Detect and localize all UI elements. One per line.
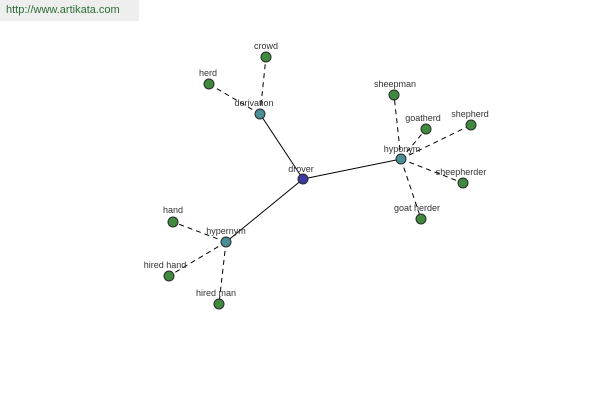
edge-hyponym-goat-herder: [400, 158, 422, 220]
node-shepherd-dot[interactable]: [465, 119, 477, 131]
node-hired-hand-dot[interactable]: [163, 270, 175, 282]
edge-hypernym-hired-man: [218, 241, 227, 305]
node-hired-man-label: hired man: [196, 288, 236, 298]
node-drover-label: drover: [288, 164, 314, 174]
url-banner[interactable]: http://www.artikata.com: [0, 0, 139, 21]
node-hired-man[interactable]: hired man: [196, 288, 236, 310]
node-hypernym-dot[interactable]: [220, 236, 232, 248]
node-hand-label: hand: [163, 205, 183, 215]
edge-derivation-herd: [208, 83, 261, 115]
edge-hypernym-hired-hand: [168, 241, 227, 277]
node-drover[interactable]: drover: [288, 164, 314, 185]
node-goatherd-dot[interactable]: [420, 123, 432, 135]
node-goatherd[interactable]: goatherd: [405, 113, 441, 135]
node-goat-herder-label: goat herder: [394, 203, 440, 213]
node-herd[interactable]: herd: [199, 68, 217, 90]
edge-hyponym-goatherd: [400, 128, 427, 160]
node-goatherd-label: goatherd: [405, 113, 441, 123]
node-hyponym-label: hyponym: [384, 144, 421, 154]
edge-drover-hypernym: [225, 178, 304, 243]
edge-derivation-crowd: [259, 56, 267, 115]
node-crowd-dot[interactable]: [260, 51, 272, 63]
node-shepherd[interactable]: shepherd: [451, 109, 489, 131]
node-hypernym[interactable]: hypernym: [206, 226, 246, 248]
node-crowd-label: crowd: [254, 41, 278, 51]
node-derivation-label: derivation: [234, 98, 273, 108]
edge-drover-hyponym: [302, 158, 402, 180]
node-hired-hand[interactable]: hired hand: [144, 260, 187, 282]
node-goat-herder[interactable]: goat herder: [394, 203, 440, 225]
node-sheepman-dot[interactable]: [388, 89, 400, 101]
node-hypernym-label: hypernym: [206, 226, 246, 236]
node-herd-dot[interactable]: [203, 78, 215, 90]
node-derivation-dot[interactable]: [254, 108, 266, 120]
node-sheepman[interactable]: sheepman: [374, 79, 416, 101]
edge-hyponym-sheepherder: [400, 158, 464, 184]
node-sheepherder-dot[interactable]: [457, 177, 469, 189]
edge-hyponym-shepherd: [400, 124, 472, 160]
node-hired-man-dot[interactable]: [213, 298, 225, 310]
node-hand-dot[interactable]: [167, 216, 179, 228]
node-derivation[interactable]: derivation: [234, 98, 274, 120]
node-hyponym-dot[interactable]: [395, 153, 407, 165]
node-sheepherder[interactable]: sheepherder: [436, 167, 487, 189]
node-sheepherder-label: sheepherder: [436, 167, 487, 177]
edge-hyponym-sheepman: [393, 94, 402, 160]
node-goat-herder-dot[interactable]: [415, 213, 427, 225]
node-shepherd-label: shepherd: [451, 109, 489, 119]
edge-drover-derivation: [259, 113, 304, 180]
node-drover-dot[interactable]: [297, 173, 309, 185]
node-herd-label: herd: [199, 68, 217, 78]
node-sheepman-label: sheepman: [374, 79, 416, 89]
node-crowd[interactable]: crowd: [254, 41, 278, 63]
node-hand[interactable]: hand: [163, 205, 183, 228]
node-hyponym[interactable]: hyponym: [384, 144, 421, 165]
edge-hypernym-hand: [172, 221, 227, 243]
node-hired-hand-label: hired hand: [144, 260, 187, 270]
